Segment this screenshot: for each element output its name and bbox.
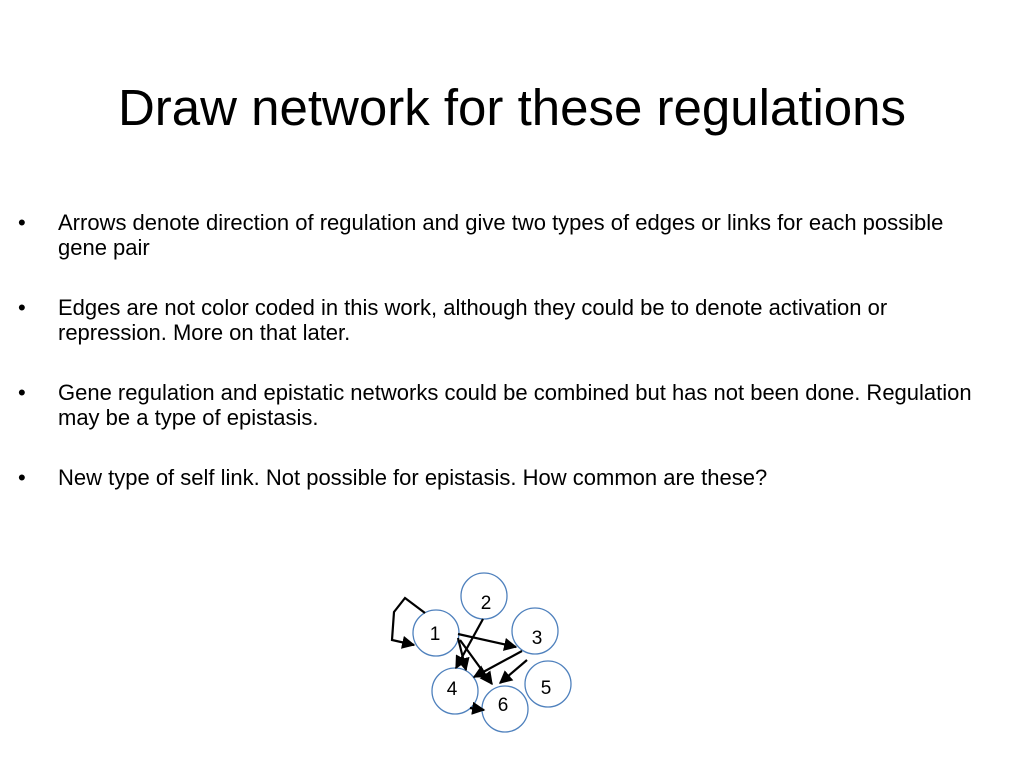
bullet-icon: •	[18, 465, 26, 490]
edge-5-to-6	[498, 659, 528, 684]
node-4-label: 4	[447, 679, 458, 700]
bullet-icon: •	[18, 380, 26, 405]
node-5-label: 5	[541, 678, 552, 699]
edge-3-to-4	[472, 650, 523, 678]
bullet-text: New type of self link. Not possible for …	[58, 465, 768, 490]
bullet-item: • Edges are not color coded in this work…	[18, 295, 998, 345]
bullet-list: • Arrows denote direction of regulation …	[18, 210, 998, 525]
bullet-text: Gene regulation and epistatic networks c…	[58, 380, 972, 430]
node-2-circle	[460, 572, 508, 620]
node-2-label: 2	[481, 593, 492, 614]
node-1-label: 1	[430, 624, 441, 645]
bullet-icon: •	[18, 210, 26, 235]
edge-1-to-3	[457, 632, 518, 651]
edge-2-to-4	[455, 618, 484, 670]
node-4-circle	[431, 667, 479, 715]
bullet-item: • New type of self link. Not possible fo…	[18, 465, 998, 490]
bullet-item: • Gene regulation and epistatic networks…	[18, 380, 998, 430]
node-3-label: 3	[532, 628, 543, 649]
network-nodes	[412, 572, 572, 733]
node-1-circle	[412, 609, 460, 657]
gene-network-diagram: 2 1 3 5 4 6	[390, 572, 572, 733]
bullet-icon: •	[18, 295, 26, 320]
edge-4-to-6	[469, 701, 486, 715]
bullet-text: Edges are not color coded in this work, …	[58, 295, 888, 345]
network-edges	[390, 596, 528, 715]
bullet-item: • Arrows denote direction of regulation …	[18, 210, 998, 260]
node-5-circle	[524, 660, 572, 708]
edge-1-self-loop	[390, 596, 426, 649]
slide-title: Draw network for these regulations	[117, 79, 907, 136]
network-node-labels: 2 1 3 5 4 6	[430, 593, 552, 716]
node-3-circle	[511, 607, 559, 655]
node-6-label: 6	[498, 695, 509, 716]
bullet-text: Arrows denote direction of regulation an…	[58, 210, 944, 260]
